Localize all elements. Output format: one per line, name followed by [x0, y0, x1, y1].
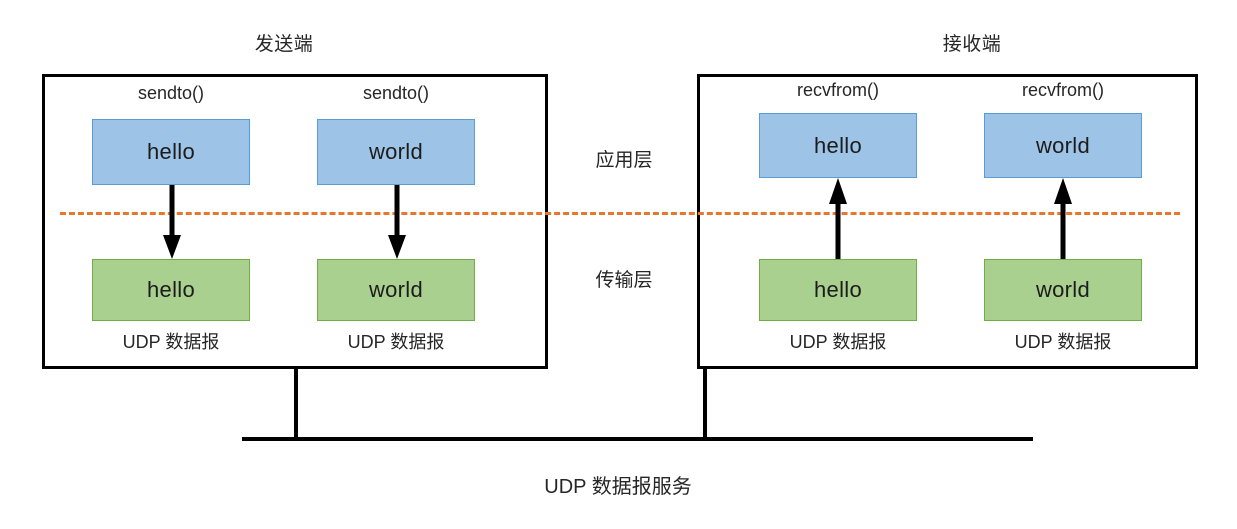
- receiver-datagram-caption-2: UDP 数据报: [1014, 332, 1112, 352]
- sender-app-box-2: world: [317, 119, 475, 185]
- sender-bus-drop-line: [294, 369, 298, 441]
- receiver-datagram-caption-1: UDP 数据报: [789, 332, 887, 352]
- receiver-app-box-1: hello: [759, 113, 917, 178]
- receiver-arrow-up-2: [1054, 178, 1072, 260]
- sender-host-frame: [42, 74, 548, 369]
- receiver-title: 接收端: [942, 34, 1002, 55]
- network-bus-line: [242, 437, 1033, 441]
- receiver-arrow-up-1: [829, 178, 847, 260]
- sender-call-label-1: sendto(): [137, 83, 205, 103]
- layer-divider-dashed-line: [60, 212, 1180, 215]
- receiver-transport-box-1-payload: hello: [814, 277, 862, 302]
- sender-datagram-caption-1: UDP 数据报: [122, 332, 220, 352]
- receiver-transport-box-2-payload: world: [1035, 277, 1091, 302]
- sender-transport-box-2-payload: world: [368, 277, 424, 302]
- sender-app-box-2-payload: world: [368, 139, 424, 164]
- sender-app-box-1: hello: [92, 119, 250, 185]
- layer-label-application: 应用层: [595, 150, 653, 171]
- receiver-app-box-2-payload: world: [1035, 132, 1091, 158]
- sender-transport-box-1: hello: [92, 259, 250, 321]
- sender-app-box-1-payload: hello: [147, 139, 195, 164]
- sender-transport-box-1-payload: hello: [147, 277, 195, 302]
- receiver-transport-box-2: world: [984, 259, 1142, 321]
- sender-title: 发送端: [254, 34, 314, 55]
- receiver-app-box-2: world: [984, 113, 1142, 178]
- sender-call-label-2: sendto(): [362, 83, 430, 103]
- sender-arrow-down-1: [163, 185, 181, 259]
- service-caption: UDP 数据报服务: [544, 476, 692, 498]
- receiver-call-label-1: recvfrom(): [797, 80, 879, 100]
- receiver-app-box-1-payload: hello: [814, 132, 862, 158]
- sender-datagram-caption-2: UDP 数据报: [347, 332, 445, 352]
- receiver-bus-drop-line: [703, 369, 707, 441]
- receiver-host-frame: [697, 74, 1198, 369]
- receiver-transport-box-1: hello: [759, 259, 917, 321]
- sender-transport-box-2: world: [317, 259, 475, 321]
- sender-arrow-down-2: [388, 185, 406, 259]
- receiver-call-label-2: recvfrom(): [1022, 80, 1104, 100]
- layer-label-transport: 传输层: [595, 270, 653, 291]
